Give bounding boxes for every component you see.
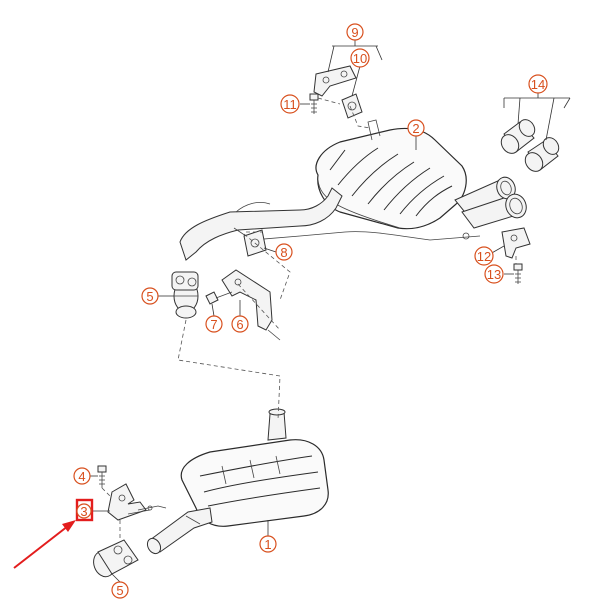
callout-11[interactable]: 11 xyxy=(280,94,300,114)
svg-text:7: 7 xyxy=(210,317,217,332)
callout-13[interactable]: 13 xyxy=(484,264,504,284)
callout-4[interactable]: 4 xyxy=(73,467,91,485)
clamp-lower[interactable] xyxy=(90,539,139,580)
front-silencer[interactable] xyxy=(145,408,329,556)
bolt-7[interactable] xyxy=(205,291,233,305)
red-pointer-arrow xyxy=(13,520,76,569)
svg-text:2: 2 xyxy=(412,121,419,136)
rear-silencer[interactable] xyxy=(315,119,529,230)
callout-2[interactable]: 2 xyxy=(407,119,425,137)
callout-10[interactable]: 10 xyxy=(350,48,370,68)
callout-7[interactable]: 7 xyxy=(205,315,223,333)
svg-text:5: 5 xyxy=(116,583,123,598)
bolt-4[interactable] xyxy=(97,465,107,488)
svg-text:14: 14 xyxy=(531,77,545,92)
callout-leaders xyxy=(90,40,571,583)
callout-14[interactable]: 14 xyxy=(528,74,548,94)
callout-6[interactable]: 6 xyxy=(231,315,249,333)
bolt-13[interactable] xyxy=(513,263,523,284)
clamp-upper[interactable] xyxy=(171,271,199,319)
svg-text:11: 11 xyxy=(283,97,297,112)
svg-text:12: 12 xyxy=(477,249,491,264)
callout-12[interactable]: 12 xyxy=(474,246,494,266)
callout-9[interactable]: 9 xyxy=(346,23,364,41)
svg-text:1: 1 xyxy=(264,537,271,552)
intermediate-pipe[interactable] xyxy=(179,187,481,261)
svg-text:9: 9 xyxy=(351,25,358,40)
callout-5-lower[interactable]: 5 xyxy=(111,581,129,599)
hanger-bracket-9[interactable] xyxy=(313,65,357,97)
tailpipe-trims-14[interactable] xyxy=(498,117,562,175)
callout-3[interactable]: 3 xyxy=(75,498,94,522)
svg-text:10: 10 xyxy=(353,51,367,66)
assembly-dashed-lines xyxy=(101,97,517,540)
svg-text:6: 6 xyxy=(236,317,243,332)
svg-text:4: 4 xyxy=(78,469,85,484)
rubber-mount-10[interactable] xyxy=(341,93,363,119)
hanger-12[interactable] xyxy=(501,227,531,259)
callout-8[interactable]: 8 xyxy=(275,243,293,261)
svg-text:13: 13 xyxy=(487,267,501,282)
hanger-3[interactable] xyxy=(107,483,151,521)
bracket-6[interactable] xyxy=(221,269,281,341)
callout-5-upper[interactable]: 5 xyxy=(141,287,159,305)
svg-text:3: 3 xyxy=(80,504,87,519)
svg-text:5: 5 xyxy=(146,289,153,304)
callout-1[interactable]: 1 xyxy=(259,535,277,553)
callouts: 1 2 3 4 5 5 6 7 xyxy=(73,23,548,599)
svg-text:8: 8 xyxy=(280,245,287,260)
exhaust-stud xyxy=(137,505,167,511)
bolt-11[interactable] xyxy=(309,93,319,114)
